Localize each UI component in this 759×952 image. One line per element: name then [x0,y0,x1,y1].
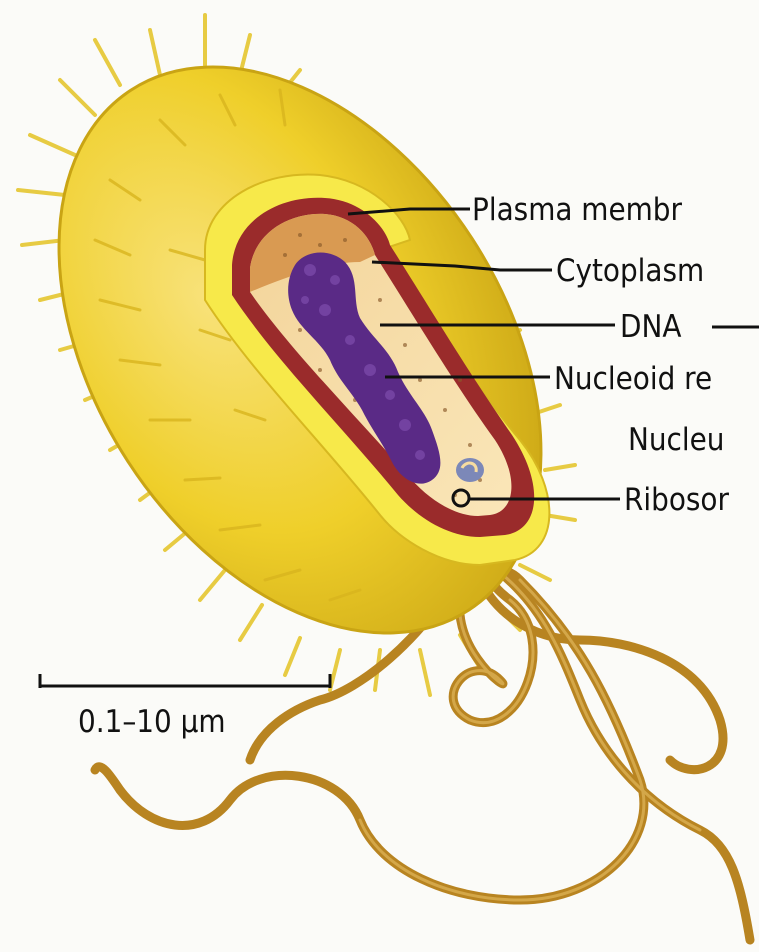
label-nucleoid-region: Nucleoid re [554,361,712,397]
label-ribosome: Ribosor [624,482,729,518]
label-nucleus: Nucleu [628,422,724,458]
label-plasma-membrane: Plasma membr [472,192,683,228]
scale-bar-label: 0.1–10 µm [78,704,226,740]
label-dna: DNA [620,309,681,345]
label-cytoplasm: Cytoplasm [556,253,704,289]
scale-bar: 0.1–10 µm [40,674,330,740]
